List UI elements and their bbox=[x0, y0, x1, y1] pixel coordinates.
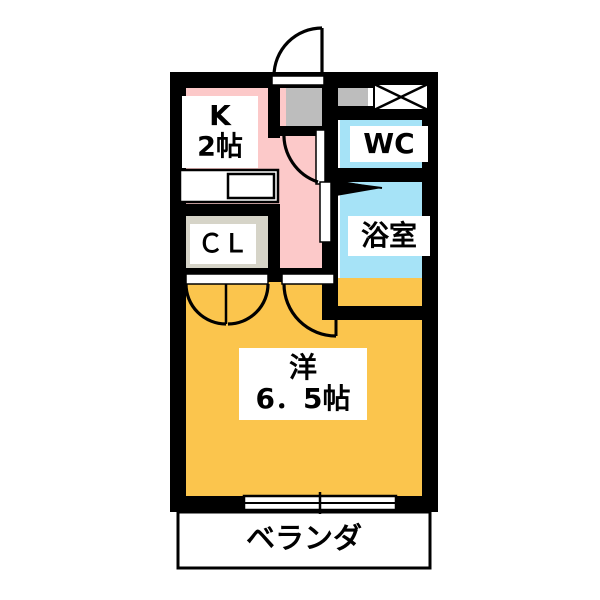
label-bathroom: 浴室 bbox=[348, 216, 430, 256]
bathroom-door bbox=[319, 180, 383, 243]
wall-bathroom-bottom bbox=[330, 306, 438, 320]
label-closet-text: ＣＬ bbox=[198, 229, 248, 258]
meter-box-crossed bbox=[373, 82, 429, 112]
wall-kitchen-right-top bbox=[268, 88, 280, 138]
label-bathroom-text: 浴室 bbox=[361, 219, 417, 252]
label-kitchen-top: K bbox=[209, 99, 232, 132]
balcony-sliding-window bbox=[242, 492, 398, 514]
label-wc-text: WC bbox=[363, 127, 414, 160]
label-main-room-size: 6．5帖 bbox=[256, 382, 351, 415]
room-door-swing bbox=[281, 273, 338, 338]
label-kitchen-size: 2帖 bbox=[197, 132, 243, 163]
label-closet: ＣＬ bbox=[190, 224, 256, 264]
wall-wc-bath-divider bbox=[330, 168, 438, 182]
wall-entrance-bottom bbox=[268, 126, 334, 136]
label-wc: WC bbox=[350, 126, 428, 162]
label-balcony-text: ベランダ bbox=[246, 521, 362, 555]
closet-double-door-swing bbox=[184, 273, 270, 326]
label-kitchen: K 2帖 bbox=[182, 96, 258, 168]
label-main-room-top: 洋 bbox=[289, 351, 317, 384]
balcony-outline bbox=[176, 510, 432, 570]
entrance-door-swing bbox=[271, 26, 325, 86]
label-balcony: ベランダ bbox=[246, 521, 362, 555]
kitchen-sink-counter bbox=[178, 168, 280, 204]
wall-closet-right bbox=[268, 204, 280, 280]
label-western-room: 洋 6．5帖 bbox=[239, 348, 367, 420]
wall-kitchen-closet-divider bbox=[178, 204, 278, 216]
